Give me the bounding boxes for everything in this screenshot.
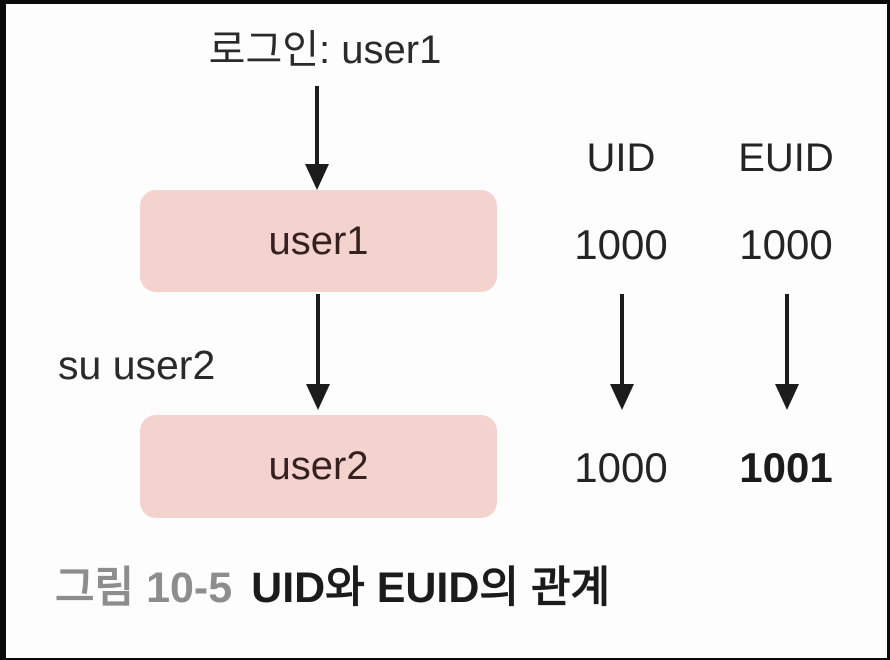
page-border-right [887,0,890,660]
page-border-top [0,0,890,4]
arrow-head-icon [610,384,634,410]
page-border-left [0,0,6,660]
figure-number-label: 그림 10-5 [55,564,233,612]
arrow-head-icon [775,384,799,410]
arrow-head-icon [306,384,330,410]
page-border-bottom [0,658,890,660]
arrow-shaft [316,294,320,386]
column-header-uid: UID [586,136,656,180]
process-box-user1: user1 [140,190,497,292]
figure-caption: 그림 10-5 UID와 EUID의 관계 [55,553,610,615]
process-box-user1-label: user1 [268,218,369,263]
arrow-head-icon [305,164,329,190]
process-box-user2-label: user2 [268,444,369,488]
process-box-user2: user2 [140,415,497,518]
arrow-shaft [785,294,789,386]
login-label: 로그인: user1 [208,28,442,72]
user1-uid-value: 1000 [574,221,668,268]
user1-euid-value: 1000 [739,221,833,268]
figure-caption-title: UID와 EUID의 관계 [251,564,611,612]
arrow-shaft [620,294,624,386]
user2-euid-value: 1001 [739,444,833,491]
arrow-shaft [315,86,319,166]
column-header-euid: EUID [738,136,834,180]
su-command-label: su user2 [58,342,216,388]
user2-uid-value: 1000 [574,444,668,491]
